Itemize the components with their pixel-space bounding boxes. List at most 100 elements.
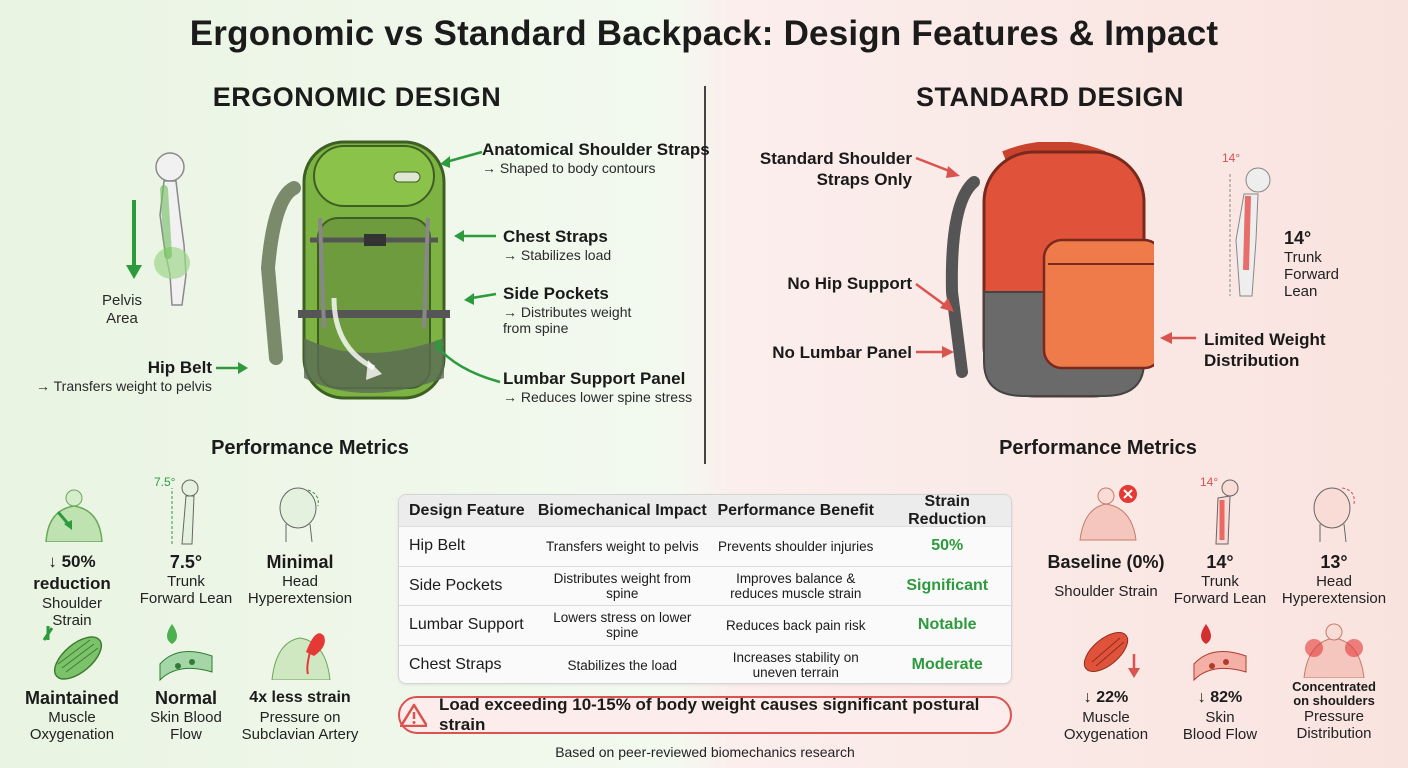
table-cell: Moderate [911, 656, 983, 674]
table-cell: Improves balance & reduces muscle strain [730, 570, 862, 601]
warning-icon [400, 703, 428, 727]
callout-sub: → Stabilizes load [503, 247, 612, 263]
metric-trunk-lean: 7.5° Trunk Forward Lean [136, 551, 236, 607]
muscle-icon [42, 626, 103, 680]
metric-label: Muscle Oxygenation [29, 709, 115, 743]
reduced-blood-flow-icon [1193, 624, 1247, 682]
callout-title: Lumbar Support Panel [503, 369, 686, 388]
table-cell: Notable [917, 616, 977, 634]
callout-title: Side Pockets [503, 284, 609, 303]
metric-label: Shoulder Strain [1054, 583, 1158, 600]
ergonomic-heading: ERGONOMIC DESIGN [212, 82, 502, 112]
metric-value: 14° [1206, 552, 1234, 572]
metric-value: Minimal [266, 552, 334, 572]
trunk-angle-label: 7.5° [154, 475, 176, 489]
callout-limited-weight: Limited Weight Distribution [1204, 330, 1326, 370]
metric-muscle-oxygenation: Maintained Muscle Oxygenation [10, 687, 134, 743]
standard-backpack-icon [945, 142, 1154, 398]
table-row: Lumbar Support Lowers stress on lower sp… [399, 606, 1011, 646]
trunk-lean-strained-icon: 14° [1200, 475, 1239, 545]
table-cell: Chest Straps [409, 656, 502, 674]
metric-subclavian-pressure: 4x less strain Pressure on Subclavian Ar… [236, 687, 364, 743]
metric-value: Maintained [24, 688, 119, 708]
metric-label: Trunk Forward Lean [139, 573, 233, 607]
table-header: Biomechanical Impact [537, 501, 707, 519]
load-warning-banner: Load exceeding 10-15% of body weight cau… [398, 695, 1012, 734]
trunk-angle-label: 14° [1200, 475, 1218, 489]
callout-anatomical-straps: Anatomical Shoulder Straps → Shaped to b… [482, 140, 710, 176]
metric-head-hyperextension: Minimal Head Hyperextension [240, 551, 360, 607]
metric-label: Head Hyperextension [247, 573, 353, 607]
callout-title: Anatomical Shoulder Straps [482, 140, 710, 159]
table-row: Chest Straps Stabilizes the load Increas… [399, 646, 1011, 684]
table-header: Strain Reduction [908, 494, 987, 528]
callout-standard-straps: Standard Shoulder Straps Only [759, 149, 912, 189]
lean-angle-label: 14° [1222, 151, 1240, 165]
ergonomic-callout-arrows [436, 150, 501, 384]
metric-value: 14° [1284, 228, 1312, 248]
callout-title: Hip Belt [147, 358, 212, 377]
table-header-row: Design Feature Biomechanical Impact Perf… [399, 494, 1011, 528]
callout-lumbar-panel: Lumbar Support Panel → Reduces lower spi… [503, 369, 692, 405]
metric-value: 13° [1320, 552, 1348, 572]
standard-perf-title: Performance Metrics [999, 437, 1197, 459]
forward-lean-figure-icon: 14° [1222, 151, 1271, 297]
table-cell: Lumbar Support [409, 616, 524, 634]
table-header: Performance Benefit [717, 501, 874, 519]
table-cell: Transfers weight to pelvis [546, 538, 699, 554]
metric-value: Baseline (0%) [1047, 552, 1165, 572]
table-cell: Stabilizes the load [567, 657, 678, 673]
body-silhouette-icon [126, 152, 190, 306]
table-cell: Significant [906, 576, 989, 594]
ergonomic-perf-title: Performance Metrics [211, 437, 409, 459]
metric-label: Pressure Distribution [1296, 708, 1372, 742]
metric-standard-skin: ↓ 82% Skin Blood Flow [1170, 687, 1270, 743]
metric-value: ↓ 22% [1083, 689, 1129, 706]
metric-standard-trunk: 14° Trunk Forward Lean [1170, 551, 1270, 607]
metric-standard-pressure: Concentrated on shoulders Pressure Distr… [1276, 679, 1392, 743]
footer-note: Based on peer-reviewed biomechanics rese… [555, 744, 855, 760]
metric-value: 7.5° [169, 552, 203, 572]
metric-value: Concentrated on shoulders [1292, 679, 1376, 708]
table-cell: Increases stability on uneven terrain [732, 650, 859, 681]
strained-muscle-icon [1083, 632, 1140, 678]
head-icon [279, 487, 319, 543]
metric-skin-blood-flow: Normal Skin Blood Flow [136, 687, 236, 743]
table-row: Hip Belt Transfers weight to pelvis Prev… [399, 527, 1011, 567]
table-row: Side Pockets Distributes weight from spi… [399, 567, 1011, 606]
callout-chest-straps: Chest Straps → Stabilizes load [503, 227, 611, 263]
callout-sub: → Shaped to body contours [482, 160, 656, 176]
metric-shoulder-strain: ↓ 50% reduction Shoulder Strain [10, 551, 134, 629]
weight-callout-arrow-icon [1160, 332, 1196, 344]
subclavian-artery-icon [271, 633, 331, 680]
callout-title: Chest Straps [503, 227, 608, 246]
metric-standard-head: 13° Head Hyperextension [1272, 551, 1396, 607]
ergonomic-backpack-icon [260, 140, 450, 400]
metric-label: Pressure on Subclavian Artery [241, 709, 359, 743]
metric-label: Trunk Forward Lean [1284, 249, 1340, 300]
shoulder-icon [45, 489, 103, 542]
warning-text: Load exceeding 10-15% of body weight cau… [439, 695, 980, 734]
standard-lean-metric: 14° Trunk Forward Lean [1284, 227, 1339, 300]
head-strained-icon [1313, 487, 1355, 543]
callout-sub: → Reduces lower spine stress [503, 389, 693, 405]
pressure-distribution-icon [1303, 623, 1365, 678]
callout-no-lumbar-panel: No Lumbar Panel [772, 343, 912, 362]
metric-standard-shoulder: Baseline (0%) Shoulder Strain [1046, 551, 1166, 600]
callout-hip-belt: Hip Belt [36, 358, 212, 378]
metric-value: Normal [154, 688, 217, 708]
table-cell: Distributes weight from spine [553, 570, 691, 601]
callout-no-hip-support: No Hip Support [787, 274, 912, 293]
metric-label: Skin Blood Flow [150, 709, 222, 743]
trunk-lean-icon: 7.5° [154, 475, 199, 545]
pelvis-area-label: Pelvis Area [101, 292, 142, 327]
metric-label: Head Hyperextension [1281, 573, 1387, 607]
callout-hip-belt-sub: → Transfers weight to pelvis [36, 378, 212, 394]
table-header: Design Feature [409, 501, 525, 519]
metric-label: Muscle Oxygenation [1063, 709, 1149, 743]
metric-standard-muscle: ↓ 22% Muscle Oxygenation [1046, 687, 1166, 743]
metric-label: Shoulder Strain [41, 595, 103, 629]
hip-belt-arrow-icon [216, 362, 248, 374]
blood-flow-icon [159, 624, 213, 682]
strained-shoulder-icon [1079, 485, 1137, 541]
